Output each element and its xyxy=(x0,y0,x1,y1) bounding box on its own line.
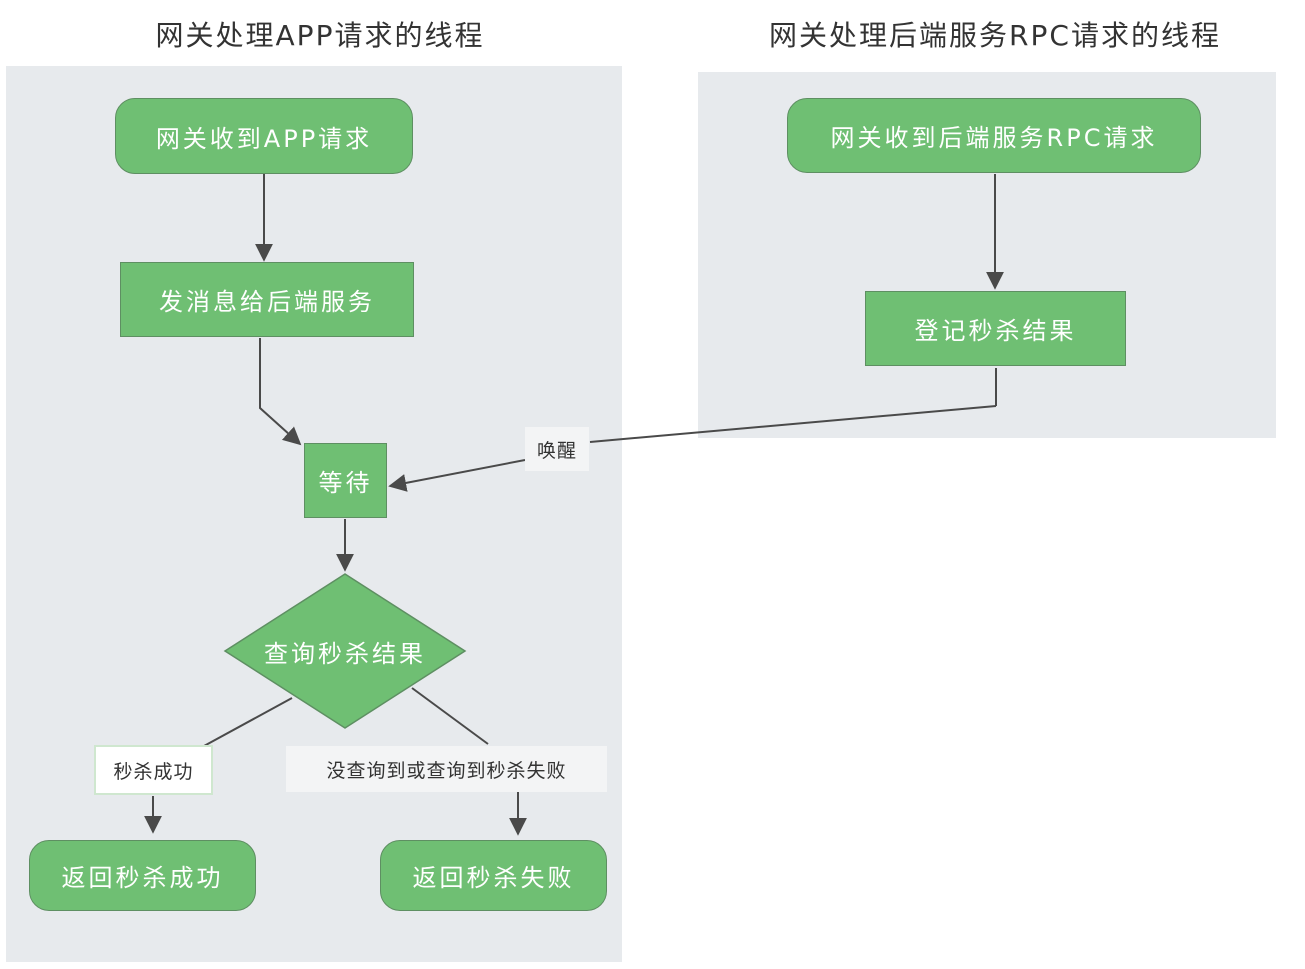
node-send-to-backend: 发消息给后端服务 xyxy=(120,262,414,337)
edge-query-to-fail-label xyxy=(411,687,489,745)
edge-label-success: 秒杀成功 xyxy=(94,745,213,795)
node-wait: 等待 xyxy=(304,443,387,518)
right-panel-title: 网关处理后端服务RPC请求的线程 xyxy=(769,19,1221,52)
edge-label-wake: 唤醒 xyxy=(525,427,589,471)
edge-wake-line-b xyxy=(388,459,526,492)
edge-wake-line-a xyxy=(589,405,997,443)
edge-query-to-success-label xyxy=(203,697,293,747)
edge-send-to-wait xyxy=(259,338,302,446)
node-record-result: 登记秒杀结果 xyxy=(865,291,1126,366)
query-diamond xyxy=(223,573,467,729)
edge-label-fail: 没查询到或查询到秒杀失败 xyxy=(286,746,607,792)
node-return-success: 返回秒杀成功 xyxy=(29,840,256,911)
node-return-fail: 返回秒杀失败 xyxy=(380,840,607,911)
node-receive-app-request: 网关收到APP请求 xyxy=(115,98,413,174)
left-panel-title: 网关处理APP请求的线程 xyxy=(155,19,485,52)
node-receive-rpc-request: 网关收到后端服务RPC请求 xyxy=(787,98,1201,173)
node-query-result-label: 查询秒杀结果 xyxy=(264,639,426,668)
